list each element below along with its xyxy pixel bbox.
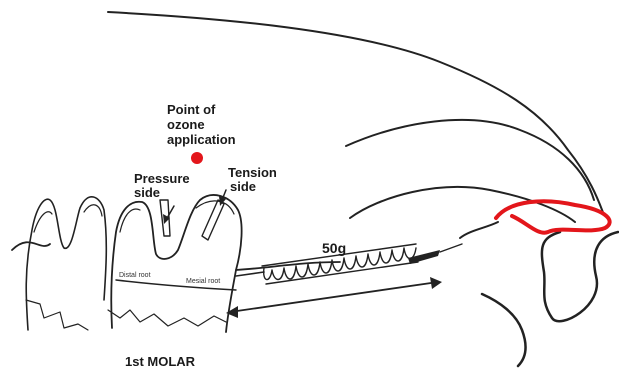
coil-spring <box>236 244 462 284</box>
first-molar-label: 1st MOLAR <box>125 354 196 369</box>
second-molar <box>26 197 106 330</box>
first-molar <box>108 195 242 332</box>
elastic-band <box>496 201 610 232</box>
tension-side-label-2: side <box>230 179 256 194</box>
distal-root-label: Distal root <box>119 272 151 279</box>
pressure-side-label-2: side <box>134 185 160 200</box>
head-outline <box>108 12 618 366</box>
point-of-ozone-label-3: application <box>167 132 236 147</box>
gum-line <box>12 242 340 270</box>
tension-side-label-1: Tension <box>228 165 277 180</box>
point-of-ozone-label-1: Point of <box>167 102 216 117</box>
force-arrow <box>226 277 442 318</box>
point-of-ozone-label-2: ozone <box>167 117 205 132</box>
ozone-application-point <box>191 152 203 164</box>
pressure-side-label-1: Pressure <box>134 171 190 186</box>
force-label: 50g <box>322 240 346 256</box>
mesial-root-label: Mesial root <box>186 278 220 285</box>
